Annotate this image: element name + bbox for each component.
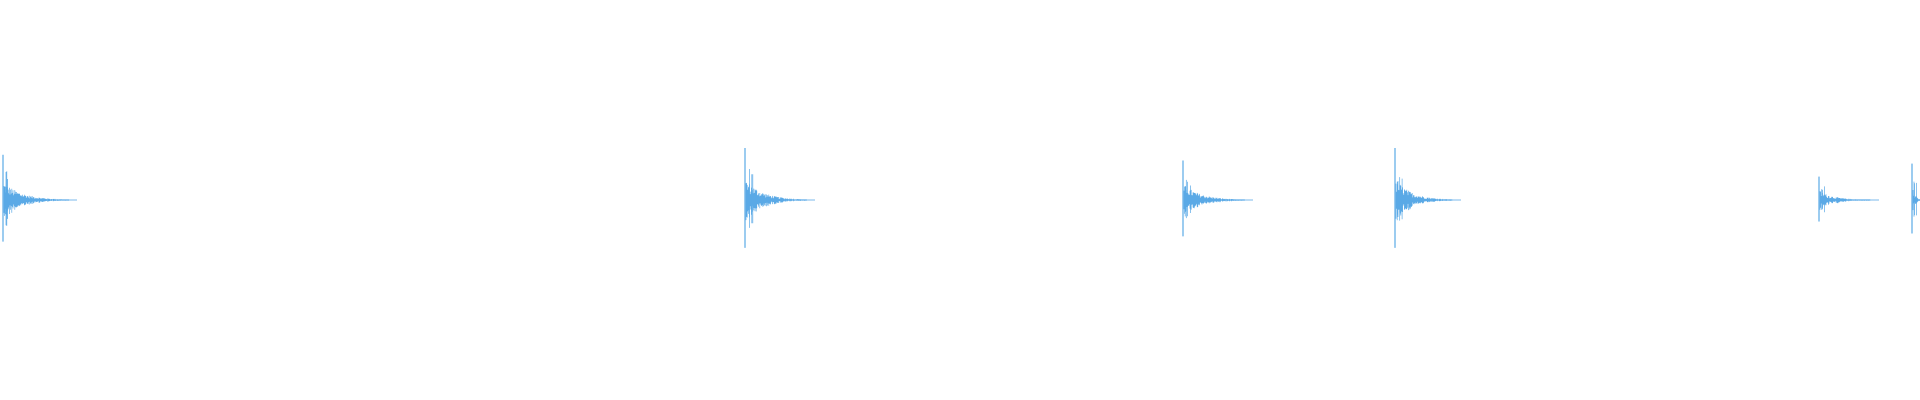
transient-3 [1182,160,1253,237]
transient-decay [745,169,807,228]
transient-layer [2,148,1920,248]
transient-decay [1819,186,1871,213]
transient-decay [1183,179,1245,219]
transient-2 [744,148,815,248]
transient-decay [1395,177,1453,221]
transient-4 [1394,148,1461,248]
transient-6 [1911,163,1920,234]
transient-decay [3,171,70,226]
transient-decay [1912,181,1920,217]
transient-5 [1818,176,1879,222]
transient-1 [2,154,77,242]
